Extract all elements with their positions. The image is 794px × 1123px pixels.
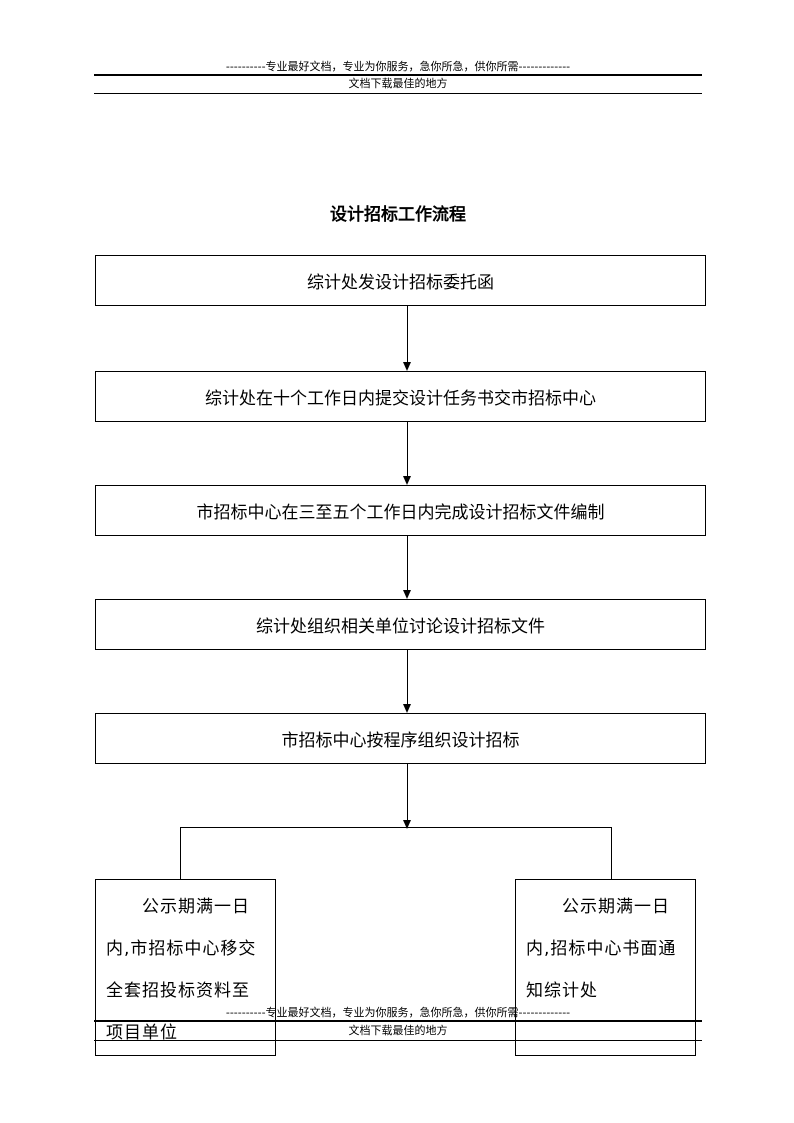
connector-line-5: [407, 764, 408, 820]
branch-line-right: [611, 827, 612, 879]
connector-line-2: [407, 422, 408, 476]
header-subline: 文档下载最佳的地方: [348, 77, 448, 90]
branch-text-right: 公示期满一日内,招标中心书面通知综计处: [526, 897, 677, 1001]
arrow-down-icon: [403, 362, 411, 371]
footer-subline: 文档下载最佳的地方: [348, 1024, 448, 1037]
branch-box-right: 公示期满一日内,招标中心书面通知综计处: [515, 879, 696, 1056]
arrow-down-icon: [403, 476, 411, 485]
header-rule-bottom: [94, 93, 702, 94]
flow-step-5: 市招标中心按程序组织设计招标: [95, 713, 706, 764]
branch-text-left: 公示期满一日内,市招标中心移交全套招投标资料至项目单位: [106, 897, 257, 1043]
branch-box-left: 公示期满一日内,市招标中心移交全套招投标资料至项目单位: [95, 879, 276, 1056]
connector-line-3: [407, 536, 408, 590]
header-rule-top: [94, 74, 702, 76]
branch-line-left: [180, 827, 181, 879]
footer-rule-top: [94, 1020, 702, 1022]
arrow-down-icon: [403, 704, 411, 713]
flow-step-1: 综计处发设计招标委托函: [95, 255, 706, 306]
flow-step-2: 综计处在十个工作日内提交设计任务书交市招标中心: [95, 371, 706, 422]
page-title: 设计招标工作流程: [330, 205, 466, 225]
connector-line-4: [407, 650, 408, 704]
footer-rule-bottom: [94, 1040, 702, 1041]
arrow-down-icon: [403, 820, 411, 829]
arrow-down-icon: [403, 590, 411, 599]
branch-split-line: [180, 827, 612, 828]
connector-line-1: [407, 306, 408, 362]
flow-step-4: 综计处组织相关单位讨论设计招标文件: [95, 599, 706, 650]
flow-step-3: 市招标中心在三至五个工作日内完成设计招标文件编制: [95, 485, 706, 536]
header-tagline: ----------专业最好文档，专业为你服务，急你所急，供你所需-------…: [225, 60, 571, 73]
footer-tagline: ----------专业最好文档，专业为你服务，急你所急，供你所需-------…: [225, 1006, 571, 1019]
